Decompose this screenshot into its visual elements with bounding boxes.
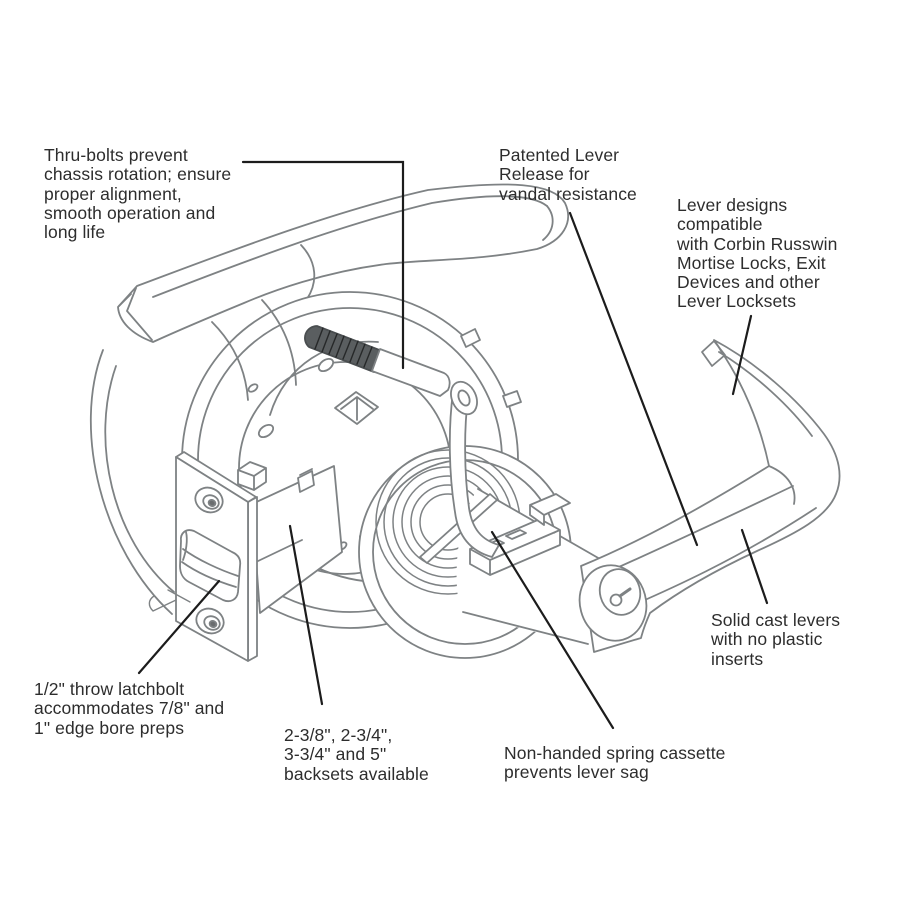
- leader-thru-bolts: [241, 160, 405, 370]
- latch-spring-wire: [148, 589, 191, 612]
- leader-patented-release: [568, 211, 699, 547]
- outside-lever-drawing: [578, 339, 841, 653]
- keyhole-icon: [609, 587, 632, 607]
- leader-lines: [137, 160, 769, 730]
- faceplate-screw-top: [194, 486, 224, 514]
- label-patented-lever-release: Patented Lever Release for vandal resist…: [499, 145, 637, 204]
- label-solid-cast-levers: Solid cast levers with no plastic insert…: [711, 610, 841, 669]
- leader-solid-levers: [740, 528, 769, 605]
- latch-bolt: [179, 529, 242, 603]
- faceplate-edge: [247, 496, 258, 662]
- thru-bolt-stud: [304, 325, 451, 397]
- label-lever-designs: Lever designs compatible with Corbin Rus…: [677, 195, 838, 312]
- keyway-ring: [598, 568, 642, 616]
- inside-lever-drawing: [117, 183, 569, 343]
- inner-rose-arcs: [89, 349, 175, 615]
- leader-lever-designs: [731, 314, 753, 396]
- leader-backsets: [288, 524, 324, 706]
- leader-latchbolt: [137, 579, 221, 675]
- faceplate-screw-bottom: [195, 607, 225, 635]
- label-latchbolt: 1/2" throw latchbolt accommodates 7/8" a…: [34, 679, 225, 738]
- label-thru-bolts: Thru-bolts prevent chassis rotation; ens…: [44, 145, 232, 243]
- leader-spring-cassette: [490, 530, 615, 730]
- label-spring-cassette: Non-handed spring cassette prevents leve…: [504, 743, 726, 783]
- label-backsets: 2-3/8", 2-3/4", 3-3/4" and 5" backsets a…: [284, 725, 429, 784]
- lever-release-strap: [448, 380, 500, 558]
- tube-tab: [529, 493, 571, 526]
